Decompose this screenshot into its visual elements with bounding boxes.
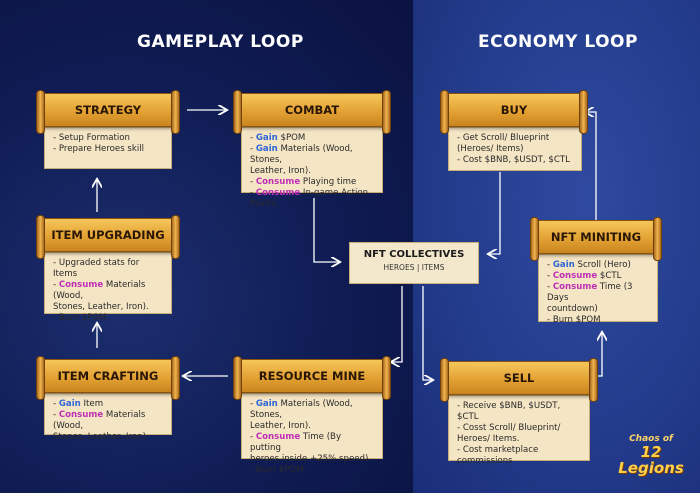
sell-line-2: - Cosst Scroll/ Blueprint/ — [457, 423, 561, 433]
resource-mine-scroll: RESOURCE MINE — [233, 356, 391, 400]
strategy-scroll: STRATEGY — [36, 90, 180, 134]
crafting-line-3: Stones, Leather, Iron). — [53, 432, 149, 442]
sell-line-5: commissions — [457, 456, 513, 466]
sell-body: - Receive $BNB, $USDT, $CTL - Cosst Scro… — [448, 395, 590, 466]
mine-line-2: Leather, Iron). — [250, 421, 311, 431]
upgrading-line-1: - Upgraded stats for Items — [53, 258, 140, 279]
logo-line-2: 12 Legions — [618, 443, 684, 477]
item-crafting-scroll: ITEM CRAFTING — [36, 356, 180, 400]
upgrading-line-2: - Consume Materials (Wood, — [53, 280, 146, 301]
sell-line-1: - Receive $BNB, $USDT, $CTL — [457, 401, 561, 422]
combat-line-3: Leather, Iron). — [250, 166, 311, 176]
item-upgrading-scroll: ITEM UPGRADING — [36, 215, 180, 259]
sell-scroll: SELL — [440, 358, 598, 402]
combat-line-5: - Consume In-game Action Points — [250, 188, 369, 209]
miniting-line-2: - Consume $CTL — [547, 271, 622, 281]
miniting-line-1: - Gain Scroll (Hero) — [547, 260, 631, 270]
logo-line-1: Chaos of — [629, 434, 673, 444]
resource-mine-title: RESOURCE MINE — [258, 369, 366, 383]
combat-line-4: - Consume Playing time — [250, 177, 357, 187]
sell-line-4: - Cost marketplace — [457, 445, 539, 455]
mine-line-1: - Gain Materials (Wood, Stones, — [250, 399, 353, 420]
combat-title: COMBAT — [284, 103, 340, 117]
arrow-combat-nft — [313, 198, 339, 262]
buy-title: BUY — [500, 103, 528, 117]
sell-line-3: Heroes/ Items. — [457, 434, 520, 444]
nft-collectives-title: NFT COLLECTIVES — [363, 249, 465, 260]
nft-miniting-scroll: NFT MINITING — [530, 217, 662, 261]
game-logo: Chaos of 12 Legions — [616, 434, 686, 477]
upgrading-line-3: Stones, Leather, Iron). — [53, 302, 149, 312]
crafting-line-2: - Consume Materials (Wood, — [53, 410, 146, 431]
buy-scroll: BUY — [440, 90, 588, 134]
strategy-title: STRATEGY — [74, 103, 142, 117]
item-crafting-title: ITEM CRAFTING — [57, 369, 159, 383]
combat-line-1: - Gain $POM — [250, 133, 306, 143]
mine-line-4: heroes inside +25% speed). — [250, 454, 372, 464]
upgrading-line-4: - Burn $POM — [53, 313, 107, 323]
mine-line-3: - Consume Time (By putting — [250, 432, 342, 453]
miniting-line-3: - Consume Time (3 Days — [547, 282, 633, 303]
combat-body: - Gain $POM - Gain Materials (Wood, Ston… — [241, 127, 383, 209]
strategy-line-2: - Prepare Heroes skill — [53, 144, 145, 154]
combat-scroll: COMBAT — [233, 90, 391, 134]
gameplay-loop-title: GAMEPLAY LOOP — [137, 32, 304, 52]
nft-collectives-subtitle: HEROES | ITEMS — [383, 263, 445, 272]
buy-line-1: - Get Scroll/ Blueprint — [457, 133, 550, 143]
strategy-body: - Setup Formation - Prepare Heroes skill — [44, 127, 172, 169]
item-upgrading-body: - Upgraded stats for Items - Consume Mat… — [44, 252, 172, 323]
miniting-line-5: - Burn $POM — [547, 315, 601, 325]
buy-line-2: (Heroes/ Items) — [457, 144, 524, 154]
arrow-buy-nft — [489, 172, 501, 254]
buy-body: - Get Scroll/ Blueprint (Heroes/ Items) … — [448, 127, 582, 171]
nft-collectives-box: NFT COLLECTIVES HEROES | ITEMS — [349, 242, 479, 284]
mine-line-5: - Burn $POM — [250, 465, 304, 475]
item-crafting-body: - Gain Item - Consume Materials (Wood, S… — [44, 393, 172, 442]
item-upgrading-title: ITEM UPGRADING — [51, 228, 165, 242]
arrow-miniting-buy — [586, 112, 597, 222]
arrow-nft-sell — [422, 286, 432, 380]
resource-mine-body: - Gain Materials (Wood, Stones, Leather,… — [241, 393, 383, 475]
crafting-line-1: - Gain Item — [53, 399, 104, 409]
sell-title: SELL — [503, 371, 535, 385]
arrow-nft-mine — [392, 286, 403, 362]
economy-loop-title: ECONOMY LOOP — [478, 32, 638, 52]
nft-miniting-title: NFT MINITING — [550, 230, 642, 244]
combat-line-2: - Gain Materials (Wood, Stones, — [250, 144, 353, 165]
arrow-sell-miniting — [596, 333, 602, 377]
miniting-line-4: countdown) — [547, 304, 598, 314]
nft-miniting-body: - Gain Scroll (Hero) - Consume $CTL - Co… — [538, 254, 658, 325]
strategy-line-1: - Setup Formation — [53, 133, 130, 143]
buy-line-3: - Cost $BNB, $USDT, $CTL — [457, 155, 570, 165]
